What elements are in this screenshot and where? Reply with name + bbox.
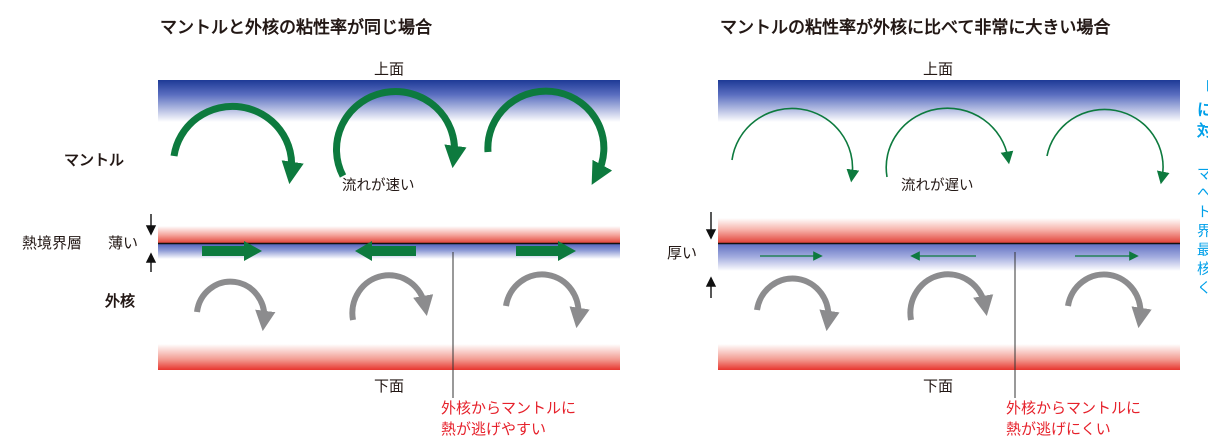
side-text-body: マ へ ト 界 最 核 く [1197, 166, 1208, 299]
side-body-5: 最 [1197, 243, 1208, 259]
right-core-cell-3 [1065, 271, 1152, 329]
left-arrow-right-2 [516, 241, 576, 261]
panel-right-flow-label: 流れが遅い [899, 178, 976, 195]
mantle-label: マントル [64, 151, 125, 169]
side-heading-3: 対 [1197, 121, 1208, 140]
outer-core-label: 外核 [105, 292, 136, 310]
left-mantle-cell-1 [170, 102, 304, 185]
right-mantle-cell-1 [731, 107, 860, 183]
thick-indicator [705, 212, 717, 298]
left-thin-red-layer [158, 226, 620, 244]
left-top-boundary [158, 80, 620, 122]
panel-left-heat-note: 外核からマントルに 熱が逃げやすい [441, 398, 576, 440]
panel-right-heat-note: 外核からマントルに 熱が逃げにくい [1006, 398, 1141, 440]
thin-indicator [145, 214, 157, 272]
right-thick-blue-layer [718, 243, 1180, 271]
side-body-2: へ [1197, 186, 1208, 202]
panel-left [145, 80, 620, 398]
left-core-flow [194, 271, 590, 332]
panel-right [705, 80, 1180, 398]
left-core-cell-3 [503, 271, 590, 329]
right-thick-red-layer [718, 218, 1180, 244]
left-bottom-boundary [158, 344, 620, 370]
left-arrow-right-1 [202, 241, 262, 261]
panel-right-bottom-label: 下面 [923, 377, 954, 395]
left-mantle-flow [170, 87, 613, 185]
side-body-7: く [1197, 281, 1208, 297]
left-core-cell-2 [349, 272, 434, 321]
panel-left-top-label: 上面 [374, 60, 405, 78]
right-core-cell-1 [754, 275, 840, 332]
side-body-6: 核 [1197, 262, 1208, 278]
side-body-4: 界 [1197, 224, 1208, 240]
panel-left-heat-note-line-2: 熱が逃げやすい [441, 420, 547, 438]
right-core-flow [754, 271, 1152, 332]
panel-left-flow-label: 流れが速い [340, 178, 417, 195]
panel-left-bottom-label: 下面 [374, 377, 405, 395]
side-text-heading: 「 に 対 [1197, 78, 1208, 141]
side-heading-1: 「 [1197, 78, 1208, 99]
side-heading-2: に [1197, 100, 1208, 119]
thermal-boundary-label: 熱境界層 [22, 234, 83, 252]
left-mantle-cell-2 [333, 88, 467, 178]
left-boundary-arrows [202, 241, 576, 261]
side-body-1: マ [1197, 167, 1208, 183]
panel-right-heat-note-line-2: 熱が逃げにくい [1006, 420, 1111, 438]
panel-left-heat-note-line-1: 外核からマントルに [441, 399, 577, 417]
panel-left-title: マントルと外核の粘性率が同じ場合 [160, 18, 432, 38]
right-core-cell-2 [907, 271, 994, 321]
thin-label: 薄い [108, 234, 139, 252]
panel-right-top-label: 上面 [923, 60, 954, 78]
right-mantle-cell-3 [1046, 108, 1170, 185]
thick-label: 厚い [667, 244, 698, 262]
right-top-boundary [718, 80, 1180, 122]
right-mantle-cell-2 [885, 107, 1014, 178]
panel-right-heat-note-line-1: 外核からマントルに [1006, 399, 1142, 417]
right-bottom-boundary [718, 344, 1180, 370]
side-body-3: ト [1197, 205, 1208, 221]
left-core-cell-1 [194, 278, 276, 332]
left-arrow-left [355, 241, 416, 261]
panel-right-title: マントルの粘性率が外核に比べて非常に大きい場合 [720, 18, 1111, 38]
right-mantle-flow [731, 107, 1170, 185]
left-mantle-cell-3 [484, 87, 613, 185]
